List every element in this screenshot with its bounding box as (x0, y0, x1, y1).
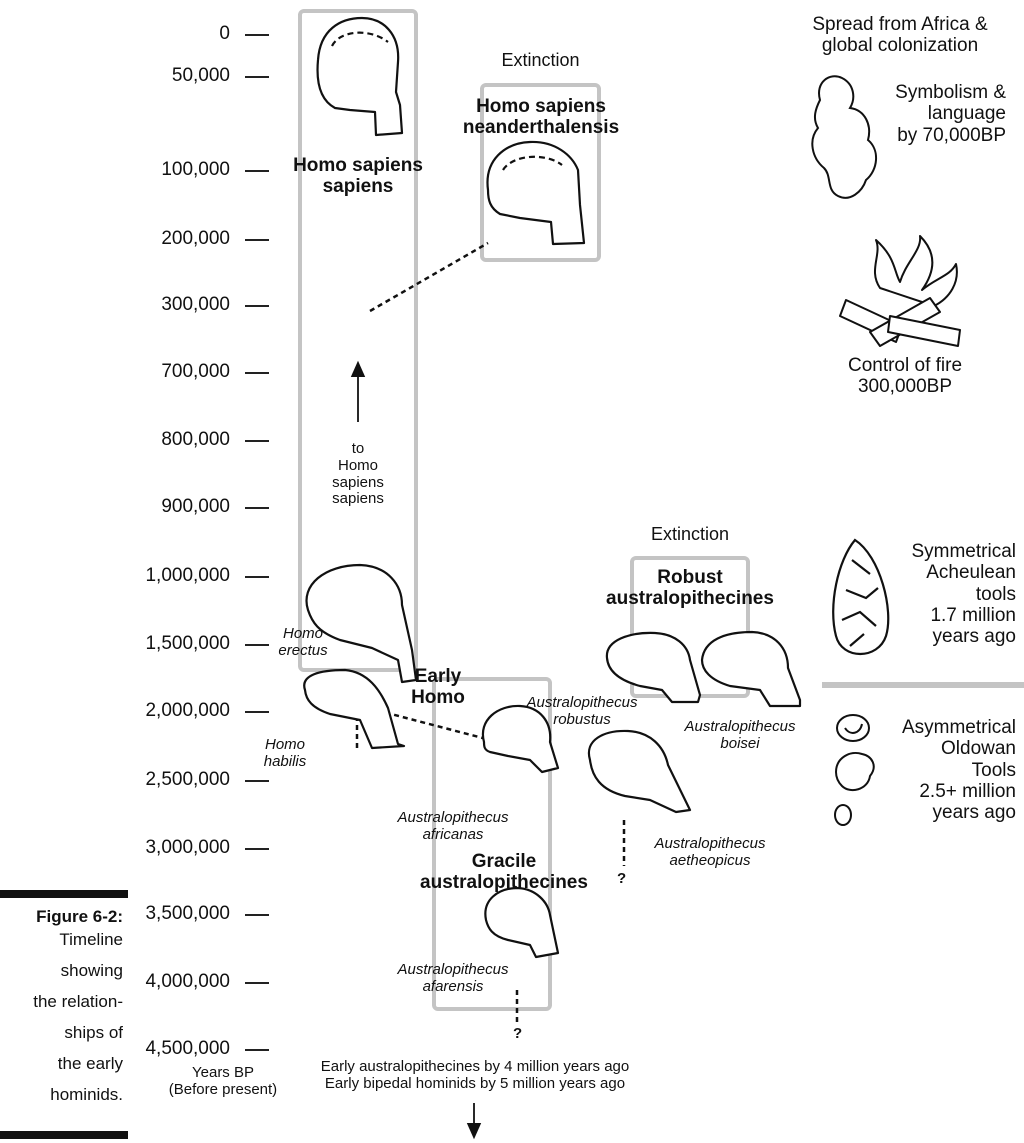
acheulean-label: Symmetrical Acheulean tools 1.7 million … (911, 541, 1016, 648)
neanderthal-link (369, 241, 489, 313)
pebble-tool-icon (834, 714, 875, 826)
axis-tick-label: 2,000,000 (145, 700, 230, 721)
axis-tick-mark (245, 982, 269, 984)
robust-label: Robust australopithecines (606, 567, 774, 610)
early-homo-label: Early Homo (411, 666, 465, 709)
bottom-note: Early australopithecines by 4 million ye… (290, 1058, 660, 1093)
axis-tick-mark (245, 507, 269, 509)
axis-tick-mark (245, 914, 269, 916)
hand-axe-icon (832, 538, 890, 656)
axis-tick-mark (245, 711, 269, 713)
axis-tick-mark (245, 644, 269, 646)
fire-label: Control of fire 300,000BP (847, 355, 963, 398)
uncertain-mark-aetheopicus: ? (617, 870, 627, 887)
axis-tick-label: 300,000 (161, 294, 230, 315)
homo-sapiens-box (298, 9, 418, 672)
axis-label: Years BP (Before present) (168, 1064, 278, 1099)
gracile-box (432, 677, 552, 1011)
axis-tick-label: 1,000,000 (145, 565, 230, 586)
axis-tick-label: 0 (219, 23, 230, 44)
homo-erectus-label: Homo erectus (278, 625, 328, 659)
a-boisei-label: Australopithecus boisei (684, 718, 796, 752)
bottom-note-line2: Early bipedal hominids by 5 million year… (324, 1074, 626, 1092)
neanderthal-box (480, 83, 601, 262)
neanderthal-label: Homo sapiens neanderthalensis (462, 96, 620, 139)
axis-tick-mark (245, 305, 269, 307)
caption-line: hominids. (50, 1085, 123, 1104)
axis-tick-label: 3,500,000 (145, 903, 230, 924)
axis-tick-mark (245, 372, 269, 374)
axis-tick-label: 200,000 (161, 228, 230, 249)
caption-bottom-rule (0, 1131, 128, 1139)
axis-tick-label: 50,000 (171, 65, 230, 86)
axis-tick-mark (245, 576, 269, 578)
axis-label-line1: Years BP (192, 1064, 254, 1081)
axis-tick-mark (245, 170, 269, 172)
homo-sapiens-sapiens-label: Homo sapiens sapiens (293, 155, 423, 198)
symbolism-label: Symbolism & language by 70,000BP (895, 82, 1006, 146)
axis-tick-label: 800,000 (161, 429, 230, 450)
caption-line: Timeline (59, 930, 123, 949)
axis-tick-label: 900,000 (161, 496, 230, 517)
a-aetheopicus-label: Australopithecus aetheopicus (654, 835, 766, 869)
axis-tick-mark (245, 34, 269, 36)
axis-tick-mark (245, 239, 269, 241)
axis-tick-mark (245, 848, 269, 850)
venus-figurine-icon (811, 75, 877, 199)
axis-tick-label: 100,000 (161, 159, 230, 180)
axis-tick-mark (245, 780, 269, 782)
caption-line: the early (57, 1054, 123, 1073)
skull-icon (303, 16, 802, 959)
caption-figure-label: Figure 6-2: (36, 907, 123, 926)
milestone-divider (822, 682, 1024, 688)
axis-tick-label: 4,500,000 (145, 1038, 230, 1059)
neanderthal-extinction-label: Extinction (501, 50, 580, 70)
a-robustus-label: Australopithecus robustus (526, 694, 638, 728)
oldowan-label: Asymmetrical Oldowan Tools 2.5+ million … (901, 717, 1016, 824)
to-homo-sapiens-label: to Homo sapiens sapiens (332, 440, 384, 508)
spread-label: Spread from Africa & global colonization (812, 14, 988, 57)
axis-tick-label: 4,000,000 (145, 971, 230, 992)
axis-tick-label: 700,000 (161, 361, 230, 382)
axis-label-line2: (Before present) (168, 1080, 278, 1098)
robust-extinction-label: Extinction (650, 524, 730, 544)
uncertain-mark-afarensis: ? (513, 1025, 523, 1042)
gracile-label: Gracile australopithecines (420, 851, 588, 894)
caption-line: ships of (64, 1023, 123, 1042)
homo-habilis-label: Homo habilis (263, 736, 307, 770)
caption-line: showing (60, 961, 123, 980)
axis-tick-label: 3,000,000 (145, 837, 230, 858)
caption-top-rule (0, 890, 128, 898)
axis-tick-label: 2,500,000 (145, 769, 230, 790)
bottom-note-line1: Early australopithecines by 4 million ye… (320, 1058, 630, 1075)
axis-tick-mark (245, 1049, 269, 1051)
campfire-icon (839, 235, 961, 347)
a-africanus-label: Australopithecus africanas (397, 809, 509, 843)
axis-tick-mark (245, 76, 269, 78)
axis-tick-label: 1,500,000 (145, 633, 230, 654)
caption-line: the relation- (33, 992, 123, 1011)
a-afarensis-label: Australopithecus afarensis (397, 961, 509, 995)
axis-tick-mark (245, 440, 269, 442)
